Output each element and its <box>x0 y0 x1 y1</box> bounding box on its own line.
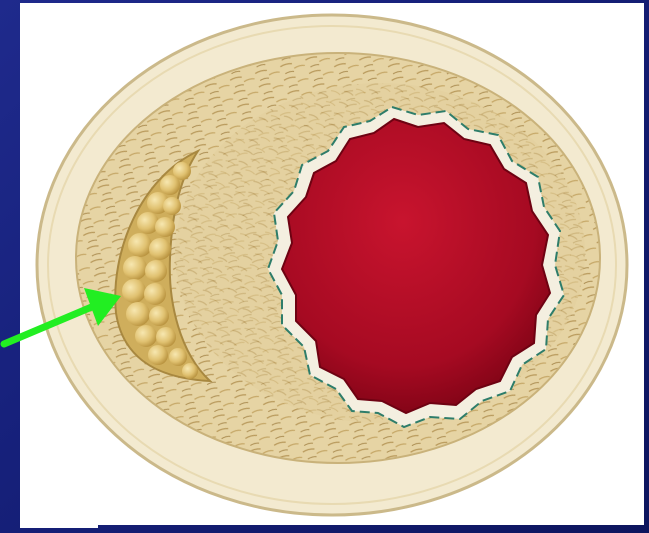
diagram-panel <box>20 3 644 525</box>
label-box <box>20 456 98 528</box>
artery-diagram <box>20 3 644 525</box>
